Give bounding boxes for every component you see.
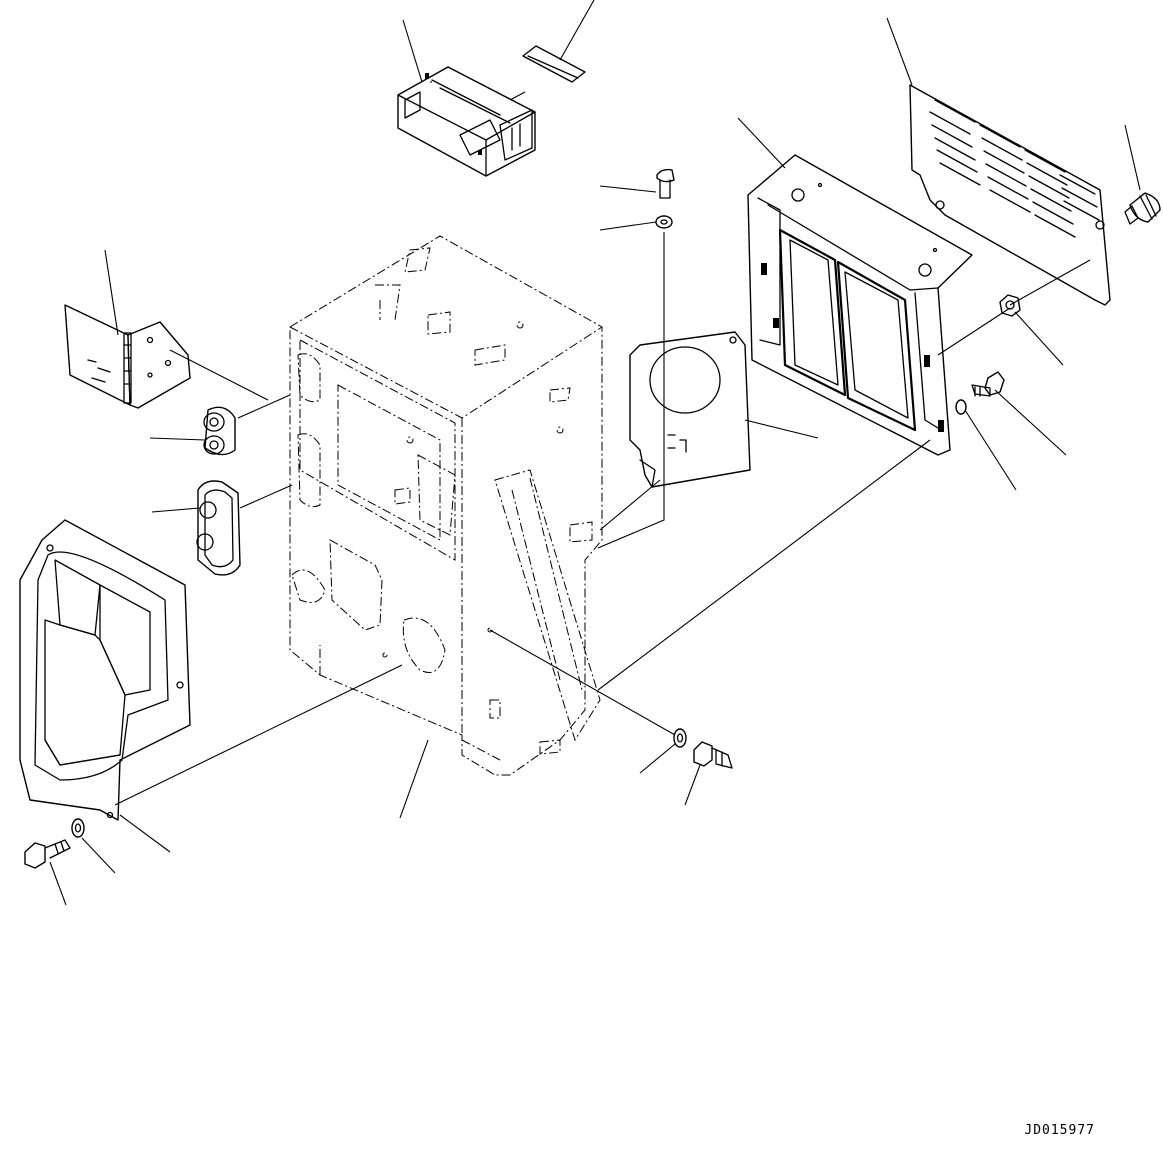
drawing-reference-code: JD015977 xyxy=(1024,1123,1095,1138)
washer-lower-middle xyxy=(673,728,687,748)
bolt-lower-left xyxy=(24,839,71,869)
assembly-lines xyxy=(114,81,1091,806)
bolt-right xyxy=(971,371,1005,397)
washer-lower-left xyxy=(71,818,85,838)
bracket-plate xyxy=(629,331,751,488)
main-frame-body xyxy=(289,235,603,776)
label-plate xyxy=(522,45,586,83)
duct-cover xyxy=(19,519,191,821)
grommet-plate xyxy=(196,480,241,576)
bolt-lower-middle xyxy=(693,741,733,769)
grille-cover xyxy=(909,84,1111,306)
grommet-double xyxy=(203,406,236,456)
washer-right xyxy=(955,399,967,415)
hinge-bracket xyxy=(64,304,191,409)
knob-fastener xyxy=(1124,192,1161,225)
cover-box xyxy=(747,154,973,456)
callout-leaders xyxy=(49,0,1141,906)
controller-box xyxy=(397,66,536,177)
bolt-upper xyxy=(656,168,675,199)
washer-upper xyxy=(655,215,673,229)
